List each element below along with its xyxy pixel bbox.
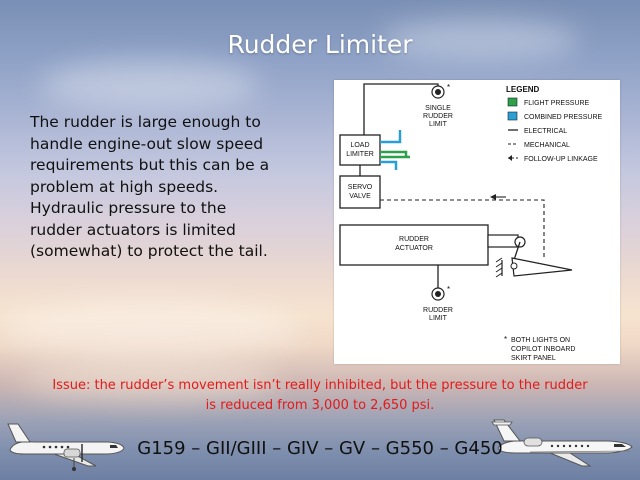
single-rudder-limit-label: RUDDER xyxy=(423,113,453,120)
single-rudder-limit-label: SINGLE xyxy=(425,105,451,112)
combined-pressure-line xyxy=(380,160,398,170)
body-line: (somewhat) to protect the tail. xyxy=(30,242,268,260)
light-bulb-icon xyxy=(435,291,441,297)
body-line: handle engine-out slow speed xyxy=(30,134,264,153)
combined-pressure-swatch xyxy=(507,111,518,121)
legend-label: FLIGHT PRESSURE xyxy=(524,100,590,107)
cloud-decoration xyxy=(20,360,280,400)
note-label: BOTH LIGHTS ON xyxy=(511,337,570,344)
electrical-line xyxy=(363,83,439,135)
legend-title: LEGEND xyxy=(506,85,540,94)
body-line: problem at high speeds. xyxy=(30,177,219,196)
rudder-limit-label: LIMIT xyxy=(429,315,448,322)
rudder-limit-label: RUDDER xyxy=(423,307,453,314)
servo-valve-box xyxy=(339,175,381,209)
combined-pressure-line xyxy=(380,130,402,144)
body-line: rudder actuators is limited xyxy=(30,220,236,239)
body-line: Hydraulic pressure to the xyxy=(30,199,227,217)
asterisk-label: * xyxy=(447,285,450,294)
rudder-surface xyxy=(511,257,573,277)
cloud-decoration xyxy=(0,300,300,360)
flight-pressure-swatch xyxy=(507,97,518,107)
issue-note: Issue: the rudder’s movement isn’t reall… xyxy=(10,376,630,416)
body-line: The rudder is large enough to xyxy=(30,113,261,131)
legend-label: FOLLOW-UP LINKAGE xyxy=(524,156,598,163)
legend-label: ELECTRICAL xyxy=(524,128,567,135)
load-limiter-box xyxy=(339,134,381,166)
aircraft-lineage-footer: G159 – GII/GIII – GIV – GV – G550 – G450 xyxy=(137,438,503,459)
issue-line: is reduced from 3,000 to 2,650 psi. xyxy=(205,398,435,413)
legend-label: COMBINED PRESSURE xyxy=(524,114,603,121)
cloud-decoration xyxy=(40,60,260,110)
body-line: requirements but this can be a xyxy=(30,156,270,174)
actuator-rod xyxy=(487,234,519,248)
load-limiter-label: LIMITER xyxy=(346,151,374,158)
turboprop-plane-icon xyxy=(7,423,125,471)
arrow-icon xyxy=(490,194,496,200)
servo-valve-label: VALVE xyxy=(349,193,371,200)
single-rudder-limit-label: LIMIT xyxy=(429,121,448,128)
rudder-actuator-label: ACTUATOR xyxy=(395,245,433,252)
slide-body-text: The rudder is large enough to handle eng… xyxy=(30,112,330,263)
servo-valve-label: SERVO xyxy=(348,184,373,191)
legend-label: MECHANICAL xyxy=(524,142,570,149)
cloud-decoration xyxy=(380,20,580,60)
ground-hatch-icon xyxy=(495,257,503,278)
light-bulb-icon xyxy=(435,89,441,95)
business-jet-icon xyxy=(491,419,633,467)
asterisk-label: * xyxy=(504,335,507,344)
follow-up-linkage-line xyxy=(380,199,545,260)
asterisk-label: * xyxy=(447,83,450,92)
arrow-icon xyxy=(508,155,512,161)
rudder-actuator-label: RUDDER xyxy=(399,236,429,243)
rudder-limiter-diagram: * SINGLE RUDDER LIMIT LOAD LIMITER SERVO… xyxy=(334,80,620,364)
note-label: COPILOT INBOARD xyxy=(511,346,575,353)
issue-line: Issue: the rudder’s movement isn’t reall… xyxy=(52,378,588,393)
load-limiter-label: LOAD xyxy=(350,142,369,149)
pivot-icon xyxy=(510,262,518,270)
note-label: SKIRT PANEL xyxy=(511,355,556,362)
slide-title: Rudder Limiter xyxy=(227,30,413,59)
